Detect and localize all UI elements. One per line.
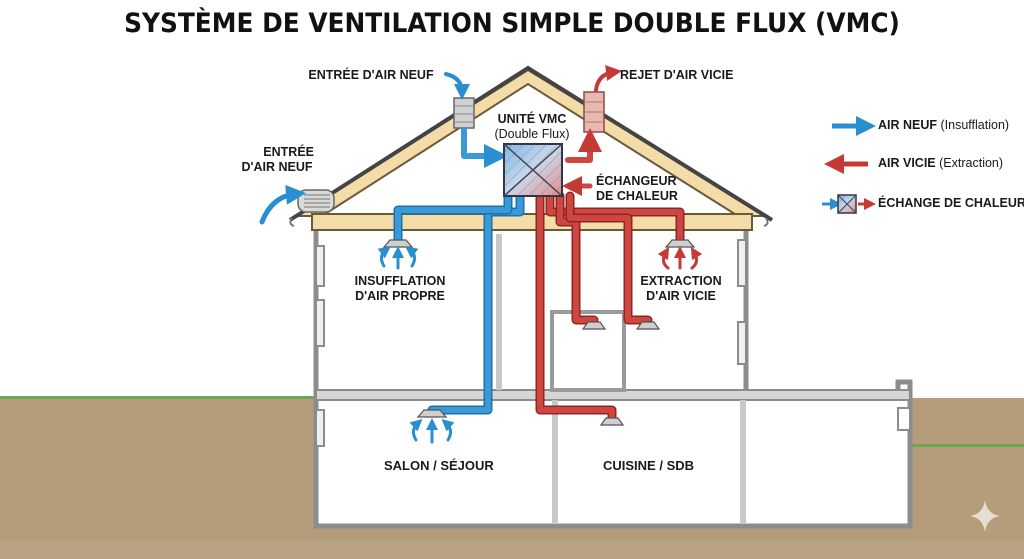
room-kitchen: CUISINE / SDB [603,458,695,473]
sparkle-watermark-icon [970,500,1000,532]
label-side-inlet-line1: ENTRÉE [263,145,314,159]
label-extract-line1: EXTRACTION [640,274,722,288]
legend-exchange: ÉCHANGE DE CHALEUR [878,196,1024,210]
grass-line-left [0,396,322,399]
page-title: SYSTÈME DE VENTILATION SIMPLE DOUBLE FLU… [124,8,900,39]
label-supply: INSUFFLATION D'AIR PROPRE [344,274,456,304]
side-vent-grille [297,189,335,213]
legend-fresh-sub: (Insufflation) [940,118,1010,132]
room-living: SALON / SÉJOUR [384,458,494,473]
exhaust-arrow [594,65,622,92]
legend-stale-sub: (Extraction) [939,156,1004,170]
house-extension [746,379,913,529]
diffusers [382,239,696,426]
house-walls [313,225,749,529]
roof-exhaust-stack [583,91,605,133]
label-supply-line2: D'AIR PROPRE [355,289,445,303]
roof-inlet-arrow [444,72,470,100]
legend-fresh: AIR NEUF (Insufflation) [878,118,1009,132]
label-exchanger-line1: ÉCHANGEUR [596,174,677,188]
label-exchanger-line2: DE CHALEUR [596,189,678,203]
side-inlet-arrow [259,184,306,225]
label-extract: EXTRACTION D'AIR VICIE [626,274,736,304]
roof-intake-stack [453,97,475,129]
grass-line-right [905,444,1024,447]
label-vmc-unit-line2: (Double Flux) [494,127,570,141]
label-exchanger: ÉCHANGEUR DE CHALEUR [596,174,692,204]
label-side-inlet: ENTRÉE D'AIR NEUF [236,145,318,175]
label-supply-line1: INSUFFLATION [354,274,446,288]
attic-beam [311,213,753,231]
label-side-inlet-line2: D'AIR NEUF [241,160,313,174]
legend-stale-label: AIR VICIE [878,156,936,170]
label-vmc-unit-line1: UNITÉ VMC [497,112,567,126]
label-vmc-unit: UNITÉ VMC (Double Flux) [480,112,584,142]
legend-exchange-label: ÉCHANGE DE CHALEUR [878,196,1024,210]
door-frame [550,310,626,392]
label-exhaust: REJET D'AIR VICIE [620,68,734,82]
stale-air-duct-roof [565,128,602,163]
vmc-unit [503,143,563,197]
fresh-air-duct-roof [461,127,508,168]
legend-fresh-label: AIR NEUF [878,118,938,132]
label-roof-inlet: ENTRÉE D'AIR NEUF [308,68,434,82]
label-extract-line2: D'AIR VICIE [646,289,716,303]
legend-stale: AIR VICIE (Extraction) [878,156,1003,170]
legend-exchange-icon [822,194,876,214]
